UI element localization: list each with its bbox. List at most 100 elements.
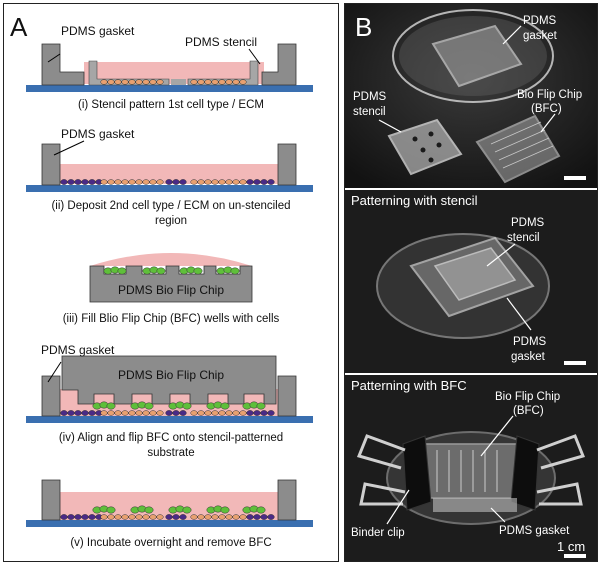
caption-step-4-line-1: (iv) Align and flip BFC onto stencil-pat… — [59, 432, 283, 444]
gasket-photo — [433, 498, 517, 512]
leader-stencil — [248, 48, 261, 65]
purple-cell — [74, 514, 82, 520]
caption-step-5: (v) Incubate overnight and remove BFC — [70, 537, 271, 549]
leader-gasket — [47, 53, 61, 63]
orange-cell — [211, 514, 219, 520]
purple-cell — [74, 410, 82, 416]
purple-cell — [267, 179, 275, 185]
caption-step-4-line-2: substrate — [147, 447, 194, 459]
purple-cell — [60, 514, 68, 520]
orange-cell — [190, 79, 198, 85]
orange-cell — [156, 179, 164, 185]
orange-cell — [128, 514, 136, 520]
binder-clip-right — [510, 435, 540, 511]
purple-cell — [88, 514, 96, 520]
label-pdms-gasket: PDMS gasket — [61, 24, 135, 38]
orange-cell — [121, 79, 129, 85]
green-cell — [220, 506, 230, 514]
caption-step-3: (iii) Fill Blio Flip Chip (BFC) wells wi… — [63, 313, 280, 325]
purple-cell — [74, 179, 82, 185]
orange-cell — [135, 179, 143, 185]
orange-cell — [225, 514, 233, 520]
purple-cell — [172, 514, 180, 520]
scale-bar — [564, 361, 586, 365]
purple-cell — [179, 410, 187, 416]
orange-cell — [128, 410, 136, 416]
label-pdms-gasket: PDMS gasket — [61, 127, 135, 141]
orange-cell — [204, 410, 212, 416]
orange-cell — [239, 79, 247, 85]
panel-b-photos: B PDMS gasket PDMS stencil Bio Flip Chip… — [344, 3, 598, 562]
orange-cell — [232, 179, 240, 185]
orange-cell — [204, 514, 212, 520]
orange-cell — [128, 179, 136, 185]
petri-dish — [392, 9, 554, 103]
purple-cell — [165, 179, 173, 185]
green-cell — [182, 402, 192, 410]
gasket-left — [41, 479, 61, 521]
purple-cell — [267, 514, 275, 520]
orange-cell — [114, 410, 122, 416]
label-bfc-1: Bio Flip Chip — [495, 391, 560, 403]
substrate — [26, 416, 313, 423]
orange-cell — [211, 410, 219, 416]
orange-cell — [142, 79, 150, 85]
orange-cell — [156, 514, 164, 520]
green-cell — [256, 402, 266, 410]
gasket-left — [41, 43, 85, 86]
orange-cell — [100, 514, 108, 520]
label-pdms-gasket: PDMS gasket — [499, 525, 570, 537]
bfc-photo — [422, 443, 520, 499]
orange-cell — [156, 79, 164, 85]
gasket-left — [41, 143, 61, 186]
orange-cell — [197, 79, 205, 85]
purple-cell — [260, 179, 268, 185]
orange-cell — [156, 410, 164, 416]
orange-cell — [190, 179, 198, 185]
label-binder-clip: Binder clip — [351, 527, 405, 539]
substrate — [26, 85, 313, 92]
leader-stencil — [486, 243, 516, 267]
gasket-right — [261, 43, 297, 86]
purple-cell — [67, 410, 75, 416]
orange-cell — [149, 179, 157, 185]
panel-b-letter: B — [355, 12, 372, 42]
orange-cell — [211, 79, 219, 85]
orange-cell — [218, 179, 226, 185]
purple-cell — [60, 179, 68, 185]
label-stencil-2: stencil — [353, 106, 386, 118]
orange-cell — [232, 79, 240, 85]
purple-cell — [172, 179, 180, 185]
clip-handle-left-bottom — [359, 482, 406, 506]
clip-handle-right-top — [536, 434, 586, 470]
purple-cell — [172, 410, 180, 416]
label-stencil-1: PDMS — [353, 91, 387, 103]
orange-cell — [107, 79, 115, 85]
stencil-left — [88, 60, 170, 86]
orange-cell — [149, 79, 157, 85]
green-cell — [144, 402, 154, 410]
label-bfc-2: (BFC) — [513, 405, 544, 417]
green-cell — [144, 506, 154, 514]
patterned-cells — [60, 401, 275, 416]
caption-step-1: (i) Stencil pattern 1st cell type / ECM — [78, 99, 264, 111]
orange-cell — [232, 514, 240, 520]
orange-cell — [121, 179, 129, 185]
gasket-photo — [431, 24, 523, 88]
purple-cell — [88, 179, 96, 185]
orange-cell — [225, 410, 233, 416]
label-gasket-1: PDMS — [523, 15, 557, 27]
clip-handle-right-bottom — [536, 482, 583, 506]
purple-cell — [253, 410, 261, 416]
green-cell — [106, 402, 116, 410]
purple-cell — [267, 410, 275, 416]
step-2-diagram: PDMS gasket (ii) Deposit 2nd cell type /… — [26, 127, 313, 227]
purple-cell — [165, 514, 173, 520]
leader-gasket — [506, 297, 532, 331]
scale-bar — [564, 176, 586, 180]
step-1-diagram: PDMS gasket PDMS stencil (i) Stencil pat… — [26, 24, 313, 111]
stencil-mid — [171, 79, 186, 85]
green-cell — [220, 402, 230, 410]
label-bio-flip-chip: PDMS Bio Flip Chip — [118, 368, 224, 382]
bfc-wells — [490, 121, 554, 169]
